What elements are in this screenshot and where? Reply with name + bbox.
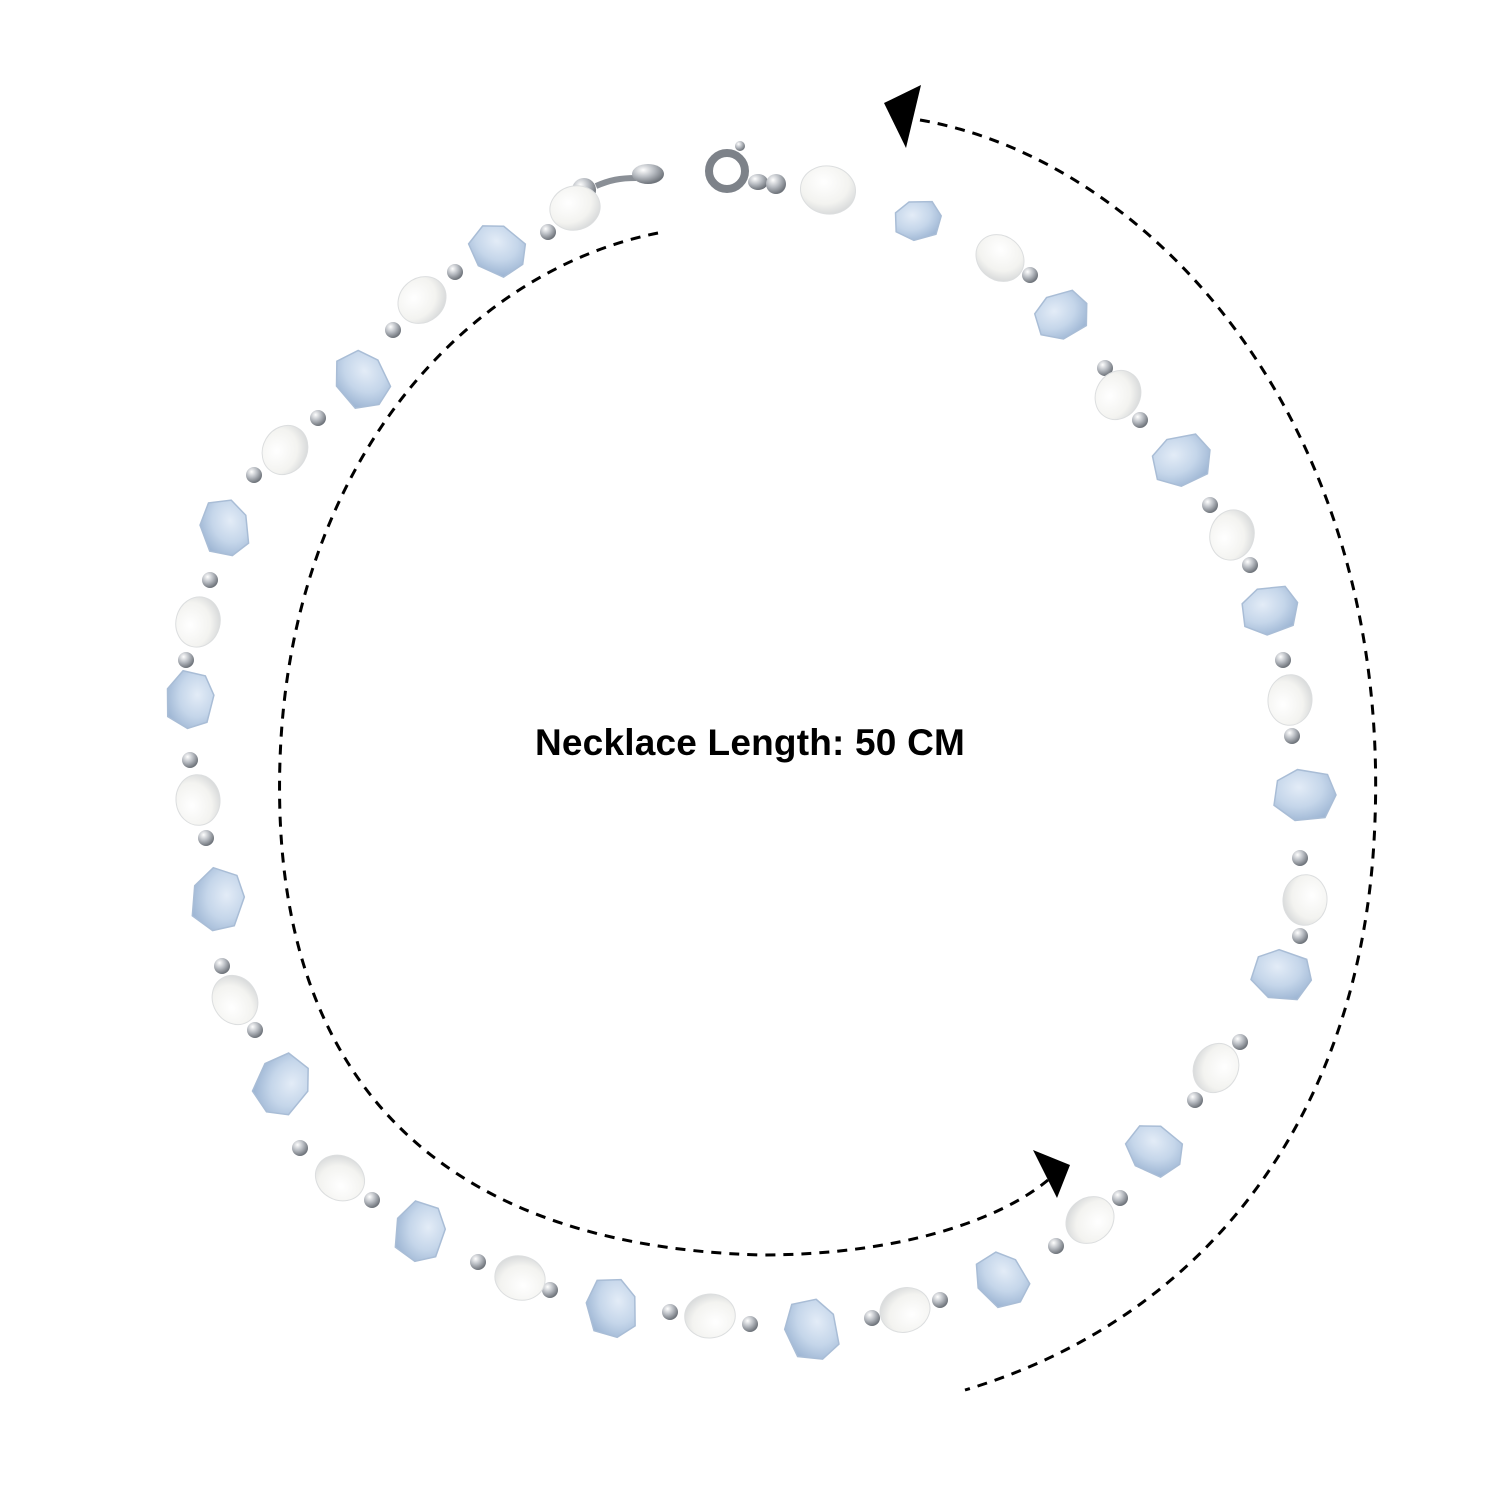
aquamarine-stone-bead [1151, 433, 1211, 488]
pearl-bead [1192, 1042, 1240, 1094]
aquamarine-stone-bead [199, 499, 250, 557]
silver-spacer-bead [742, 1316, 758, 1332]
silver-spacer-bead [182, 752, 198, 768]
pearl-bead [549, 185, 601, 231]
pearl-bead [314, 1154, 366, 1202]
arrow-head-bottom-icon [1033, 1150, 1070, 1198]
pearl-bead [800, 165, 856, 215]
aquamarine-stone-bead [1273, 768, 1337, 822]
aquamarine-stone-bead [1241, 585, 1299, 636]
pearl-bead [975, 234, 1025, 282]
necklace-strand [166, 165, 1337, 1360]
silver-spacer-bead [542, 1282, 558, 1298]
aquamarine-stone-bead [1250, 948, 1313, 1001]
pearl-bead [879, 1287, 931, 1333]
pearl-bead [1282, 874, 1328, 926]
pearl-bead [175, 596, 221, 648]
pearl-bead [1209, 509, 1255, 561]
silver-spacer-bead [202, 572, 218, 588]
silver-spacer-bead [447, 264, 463, 280]
aquamarine-stone-bead [335, 349, 392, 409]
pearl-bead [175, 774, 221, 826]
dashed-measure-arc-right [919, 118, 1378, 1392]
silver-spacer-bead [540, 224, 556, 240]
pearl-bead [211, 974, 259, 1026]
aquamarine-stone-bead [1033, 289, 1088, 340]
silver-spacer-bead [364, 1192, 380, 1208]
aquamarine-stone-bead [894, 200, 943, 242]
arrow-head-top-icon [884, 85, 921, 148]
aquamarine-stone-bead [251, 1052, 309, 1116]
silver-spacer-bead [214, 958, 230, 974]
silver-spacer-bead [1292, 850, 1308, 866]
silver-spacer-bead [864, 1310, 880, 1326]
aquamarine-stone-bead [394, 1200, 447, 1263]
silver-spacer-bead [310, 410, 326, 426]
silver-spacer-bead [470, 1254, 486, 1270]
silver-spacer-bead [1242, 557, 1258, 573]
silver-spacer-bead [1048, 1238, 1064, 1254]
silver-spacer-bead [292, 1140, 308, 1156]
silver-spacer-bead [1132, 412, 1148, 428]
pearl-bead [397, 276, 447, 324]
silver-spacer-bead [198, 830, 214, 846]
pearl-bead [684, 1293, 736, 1339]
aquamarine-stone-bead [166, 669, 215, 730]
silver-spacer-bead [1022, 267, 1038, 283]
silver-spacer-bead [1284, 728, 1300, 744]
silver-spacer-bead [1275, 652, 1291, 668]
silver-spacer-bead [932, 1292, 948, 1308]
aquamarine-stone-bead [783, 1298, 840, 1360]
necklace-length-caption: Necklace Length: 50 CM [534, 722, 966, 763]
pearl-bead [1094, 369, 1142, 421]
aquamarine-stone-bead [975, 1251, 1031, 1309]
silver-spacer-bead [1202, 497, 1218, 513]
pearl-bead [1065, 1196, 1115, 1244]
spring-ring-clasp [572, 141, 786, 202]
aquamarine-stone-bead [1124, 1125, 1184, 1179]
pearl-bead [1267, 674, 1313, 726]
aquamarine-stone-bead [467, 225, 527, 279]
silver-spacer-bead [1292, 928, 1308, 944]
silver-spacer-bead [662, 1304, 678, 1320]
silver-spacer-bead [247, 1022, 263, 1038]
aquamarine-stone-bead [585, 1278, 636, 1339]
silver-spacer-bead [178, 652, 194, 668]
pearl-bead [261, 424, 309, 476]
silver-spacer-bead [1097, 360, 1113, 376]
silver-spacer-bead [1112, 1190, 1128, 1206]
silver-spacer-bead [1232, 1034, 1248, 1050]
aquamarine-stone-bead [191, 866, 246, 932]
pearl-bead [494, 1255, 546, 1301]
dashed-measure-arc-left [278, 231, 1049, 1257]
silver-spacer-bead [1187, 1092, 1203, 1108]
silver-spacer-bead [385, 322, 401, 338]
silver-spacer-bead [246, 467, 262, 483]
